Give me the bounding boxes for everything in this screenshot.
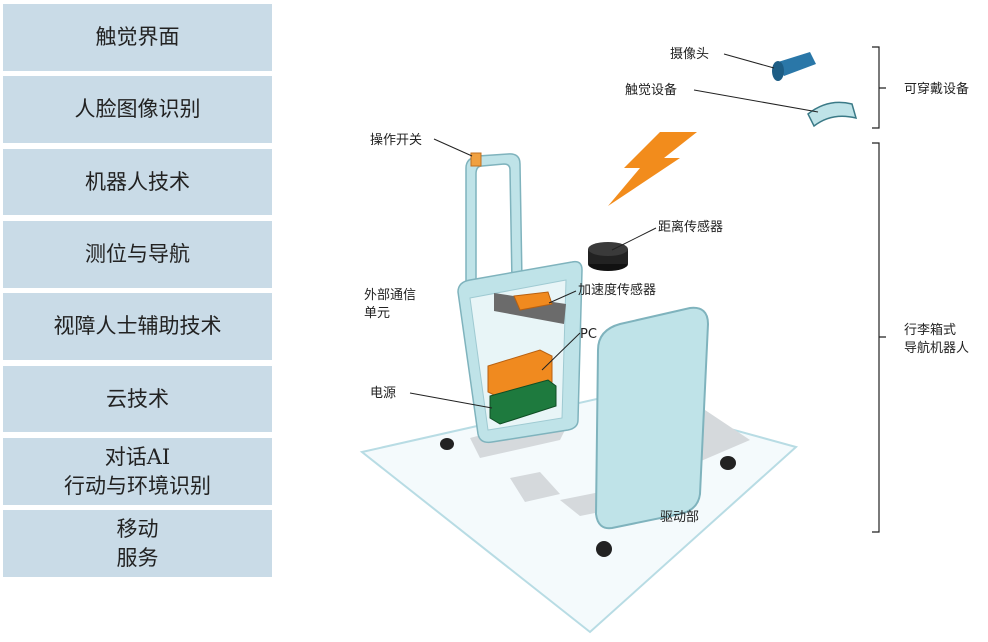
accel-sensor-chip <box>513 291 553 311</box>
drive-panel <box>594 306 710 530</box>
label-drive: 驱动部 <box>660 510 699 525</box>
tech-item-mobility-service: 移动 服务 <box>3 510 272 577</box>
tech-item-label: 移动 <box>116 516 159 541</box>
label-robot-line2: 导航机器人 <box>904 340 969 356</box>
tech-item-label: 触觉界面 <box>95 25 180 49</box>
label-pc: PC <box>580 327 597 342</box>
robot-bracket <box>872 142 886 533</box>
tech-item-label: 行动与环境识别 <box>64 473 211 498</box>
tech-item-robotics: 机器人技术 <box>3 149 272 215</box>
label-distance-sensor: 距离传感器 <box>658 219 723 235</box>
tech-item-label: 服务 <box>116 545 159 570</box>
label-operation-switch: 操作开关 <box>370 132 422 148</box>
label-camera: 摄像头 <box>670 47 709 62</box>
label-wearable-device: 可穿戴设备 <box>904 81 969 97</box>
leader-lines <box>409 53 819 409</box>
label-haptic-device: 触觉设备 <box>625 82 677 98</box>
tech-item-label: 对话AI <box>104 444 171 469</box>
wearable-bracket <box>872 46 886 129</box>
distance-sensor-top <box>588 242 628 256</box>
label-comm-unit-line2: 单元 <box>364 306 390 321</box>
label-power: 电源 <box>370 386 396 401</box>
haptic-device-icon <box>807 101 858 128</box>
tech-item-label: 人脸图像识别 <box>74 97 201 121</box>
tech-item-cloud: 云技术 <box>3 366 272 432</box>
camera-lens <box>772 61 784 81</box>
label-robot-line1: 行李箱式 <box>904 322 956 338</box>
power-box <box>489 379 557 425</box>
tech-item-label: 机器人技术 <box>85 169 190 194</box>
lightning-icon <box>608 132 697 206</box>
tech-item-label: 云技术 <box>106 386 169 411</box>
tech-item-assistive-technology: 视障人士辅助技术 <box>3 293 272 360</box>
tech-item-face-recognition: 人脸图像识别 <box>3 76 272 143</box>
tech-item-haptic-interface: 触觉界面 <box>3 4 272 71</box>
tech-item-label: 测位与导航 <box>85 242 190 266</box>
label-accel-sensor: 加速度传感器 <box>578 282 656 298</box>
label-comm-unit-line1: 外部通信 <box>364 288 416 303</box>
operation-switch <box>470 152 482 167</box>
tech-item-label: 视障人士辅助技术 <box>53 314 222 338</box>
camera-icon <box>778 52 816 76</box>
tech-item-dialog-ai: 对话AI 行动与环境识别 <box>3 438 272 505</box>
tech-item-positioning-navigation: 测位与导航 <box>3 221 272 288</box>
